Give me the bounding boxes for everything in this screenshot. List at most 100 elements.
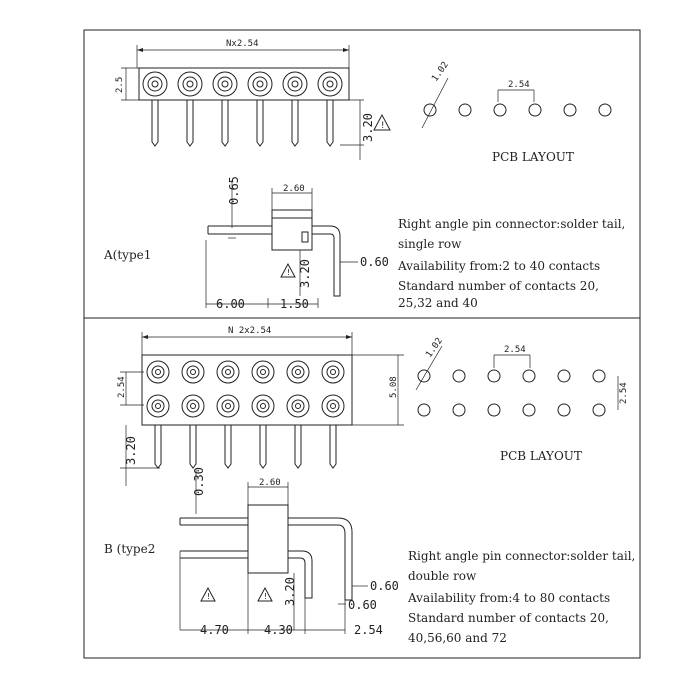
type1-pcb-layout: 1.02 2.54 PCB LAYOUT: [421, 60, 612, 164]
socket-core: [190, 403, 196, 409]
socket-outer: [146, 394, 170, 418]
type2-pcb-pitch: 2.54: [504, 345, 526, 355]
type1-len-b: 1.50: [280, 297, 309, 311]
socket-inner: [326, 399, 340, 413]
socket-core: [151, 80, 159, 88]
type2-pcb-layout: 1.02 2.54 2.54 PCB LAYOUT: [415, 336, 629, 463]
type2-body-h: 5.08: [389, 376, 399, 398]
pcb-hole: [522, 403, 536, 417]
type1-pin-thk: 0.60: [360, 255, 389, 269]
socket-inner: [151, 399, 165, 413]
socket-outer: [282, 71, 308, 97]
socket-core: [295, 369, 301, 375]
type1-description: Right angle pin connector:solder tail, s…: [397, 217, 625, 310]
warning-triangle-icon: [373, 113, 391, 131]
type1-height-dim: 2.5: [115, 77, 125, 93]
socket-inner: [291, 399, 305, 413]
type1-pcb-label: PCB LAYOUT: [492, 150, 574, 164]
socket-inner: [217, 76, 233, 92]
pcb-hole: [493, 103, 507, 117]
socket-core: [155, 403, 161, 409]
type2-tail-dim: 3.20: [124, 436, 138, 465]
socket-core: [260, 403, 266, 409]
pcb-hole: [487, 369, 501, 383]
socket-outer: [247, 71, 273, 97]
type2-pin-thk2: 0.60: [348, 598, 377, 612]
pin-tail: [294, 425, 302, 469]
type1-label: A(type1: [103, 248, 151, 262]
pin-tail: [326, 100, 334, 147]
socket-inner: [186, 365, 200, 379]
drawing-frame: [83, 29, 641, 659]
socket-inner: [147, 76, 163, 92]
type2-desc-line-2: double row: [408, 569, 477, 583]
pin-tail: [154, 425, 162, 469]
socket-core: [186, 80, 194, 88]
pin-tail: [329, 425, 337, 469]
socket-core: [291, 80, 299, 88]
type1-pcb-pitch: 2.54: [508, 80, 530, 90]
socket-outer: [321, 394, 345, 418]
pcb-hole: [423, 103, 437, 117]
type1-pin-offset: 0.65: [227, 176, 241, 205]
pcb-hole: [417, 369, 431, 383]
socket-inner: [287, 76, 303, 92]
type2-len-c: 2.54: [354, 623, 383, 637]
socket-outer: [142, 71, 168, 97]
socket-core: [256, 80, 264, 88]
socket-outer: [181, 394, 205, 418]
pcb-hole: [592, 369, 606, 383]
type1-desc-line-3: Availability from:2 to 40 contacts: [397, 259, 600, 273]
pin-tail: [151, 100, 159, 147]
pcb-hole: [528, 103, 542, 117]
type1-tail-dim: 3.20: [361, 113, 375, 142]
pcb-hole: [417, 403, 431, 417]
socket-outer: [216, 394, 240, 418]
type2-side-view: B (type2 0.30 2.60 3.20 ! ! 0.60 0.60: [104, 467, 399, 637]
socket-outer: [177, 71, 203, 97]
socket-core: [155, 369, 161, 375]
socket-outer: [286, 394, 310, 418]
socket-outer: [317, 71, 343, 97]
type2-desc-line-5: 40,56,60 and 72: [408, 631, 507, 645]
socket-outer: [146, 360, 170, 384]
socket-core: [190, 369, 196, 375]
type1-desc-line-2: single row: [398, 237, 462, 251]
svg-text:!: !: [263, 592, 268, 601]
type1-side-view: A(type1 0.65 2.60 3.20 ! 0.60 6.00 1.: [103, 176, 389, 311]
socket-core: [221, 80, 229, 88]
pcb-hole: [487, 403, 501, 417]
socket-core: [330, 369, 336, 375]
socket-inner: [326, 365, 340, 379]
socket-core: [225, 403, 231, 409]
warning-triangle-icon-3: [200, 586, 216, 602]
type2-pcb-label: PCB LAYOUT: [500, 449, 582, 463]
type2-side-tail: 3.20: [283, 577, 297, 606]
socket-core: [260, 369, 266, 375]
socket-inner: [322, 76, 338, 92]
type1-body-width: 2.60: [283, 184, 305, 194]
socket-outer: [321, 360, 345, 384]
socket-outer: [216, 360, 240, 384]
pin-tail: [256, 100, 264, 147]
pin-tail: [221, 100, 229, 147]
type1-desc-line-4: Standard number of contacts 20,: [398, 279, 599, 293]
type2-pcb-hole: 1.02: [424, 336, 445, 360]
socket-outer: [251, 360, 275, 384]
socket-outer: [181, 360, 205, 384]
pin-tail: [291, 100, 299, 147]
type1-desc-line-5: 25,32 and 40: [398, 296, 478, 310]
pcb-hole: [522, 369, 536, 383]
pin-tail: [189, 425, 197, 469]
pcb-hole: [458, 103, 472, 117]
socket-core: [330, 403, 336, 409]
type2-pcb-row: 2.54: [619, 382, 629, 404]
type2-len-b: 4.30: [264, 623, 293, 637]
type2-desc-line-4: Standard number of contacts 20,: [408, 611, 609, 625]
type2-len-a: 4.70: [200, 623, 229, 637]
pcb-hole: [557, 369, 571, 383]
type2-body-width: 2.60: [259, 478, 281, 488]
type2-description: Right angle pin connector:solder tail, d…: [407, 549, 635, 645]
type1-side-tail: 3.20: [298, 259, 312, 288]
